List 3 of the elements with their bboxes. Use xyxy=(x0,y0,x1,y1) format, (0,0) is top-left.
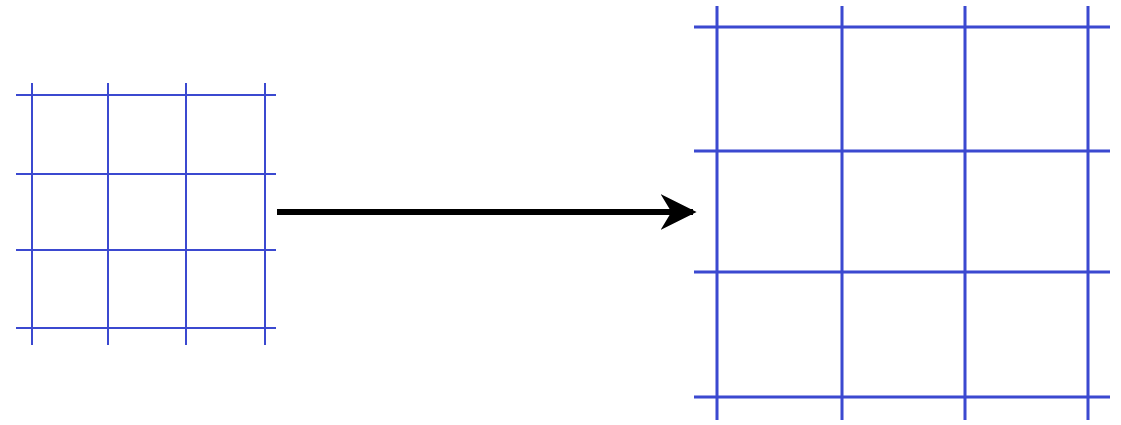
arrow xyxy=(277,194,697,230)
grid-drawing xyxy=(693,5,1111,421)
grid-drawing xyxy=(15,82,277,346)
